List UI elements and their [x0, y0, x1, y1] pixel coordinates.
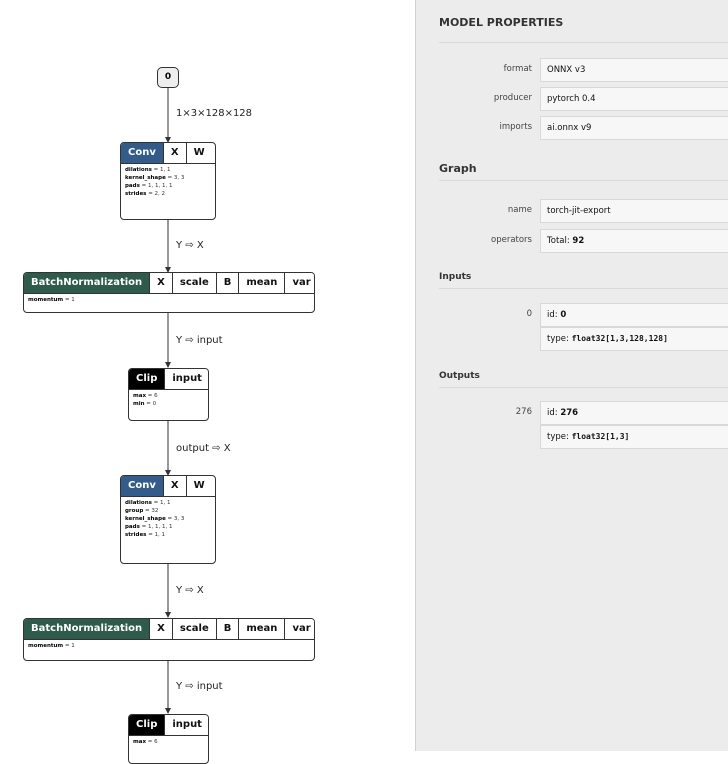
node-attribute: dilations = 1, 1	[125, 500, 171, 506]
edge-label: Y ⇨ X	[176, 240, 204, 251]
node-attribute: momentum = 1	[28, 643, 75, 649]
input-id[interactable]: id: 0	[540, 303, 728, 327]
node-attribute: max = 6	[133, 393, 158, 399]
property-label: producer	[493, 93, 532, 103]
property-label: operators	[491, 235, 532, 245]
node-input-port[interactable]: X	[149, 619, 172, 639]
node-attribute: pads = 1, 1, 1, 1	[125, 524, 173, 530]
node-op-label: BatchNormalization	[24, 273, 150, 293]
edge-label: Y ⇨ input	[176, 681, 223, 692]
node-input-port[interactable]: mean	[238, 619, 285, 639]
graph-input-node[interactable]: 0	[157, 67, 179, 88]
property-value[interactable]: Total: 92	[540, 229, 728, 253]
node-op-label: Conv	[121, 143, 163, 163]
sidebar-title: MODEL PROPERTIES	[439, 16, 564, 29]
section-heading-outputs: Outputs	[439, 371, 480, 381]
edge-label: output ⇨ X	[176, 443, 231, 454]
property-label: format	[503, 64, 532, 74]
graph-canvas[interactable]: 0 1×3×128×128 Y ⇨ X Y ⇨ input output ⇨ X…	[0, 0, 415, 764]
node-op-label: Clip	[129, 715, 165, 735]
property-label: name	[507, 205, 532, 215]
divider	[439, 42, 728, 43]
node-attribute: kernel_shape = 3, 3	[125, 175, 185, 181]
property-value[interactable]: pytorch 0.4	[540, 87, 728, 111]
node-input-port[interactable]: scale	[171, 619, 216, 639]
node-attribute: strides = 2, 2	[125, 191, 166, 197]
node-input-port[interactable]: var	[284, 619, 314, 639]
section-heading-inputs: Inputs	[439, 272, 472, 282]
node-input-port[interactable]: scale	[171, 273, 216, 293]
node-attribute: kernel_shape = 3, 3	[125, 516, 185, 522]
node-attribute: min = 0	[133, 401, 157, 407]
node-input-port[interactable]: X	[149, 273, 172, 293]
node-input-port[interactable]: mean	[238, 273, 285, 293]
node-attribute: dilations = 1, 1	[125, 167, 171, 173]
edge-label: 1×3×128×128	[176, 108, 253, 119]
node-batchnormalization[interactable]: BatchNormalization X scale B mean var mo…	[23, 618, 315, 661]
node-attribute: pads = 1, 1, 1, 1	[125, 183, 173, 189]
divider	[439, 288, 728, 289]
node-input-port[interactable]: input	[164, 369, 208, 389]
graph-edges	[165, 88, 171, 714]
node-input-port[interactable]: B	[215, 619, 239, 639]
operators-prefix: Total:	[547, 236, 573, 246]
node-attribute: max = 6	[133, 739, 158, 745]
operators-count: 92	[572, 236, 585, 246]
output-type[interactable]: type: float32[1,3]	[540, 425, 728, 449]
node-attribute: momentum = 1	[28, 297, 75, 303]
node-op-label: Clip	[129, 369, 165, 389]
divider	[439, 387, 728, 388]
node-attribute: group = 32	[125, 508, 159, 514]
node-conv[interactable]: Conv X W dilations = 1, 1 group = 32 ker…	[120, 475, 216, 564]
input-type[interactable]: type: float32[1,3,128,128]	[540, 327, 728, 351]
node-clip[interactable]: Clip input max = 6 min = 0	[128, 368, 209, 421]
property-value[interactable]: torch-jit-export	[540, 199, 728, 223]
edge-label: Y ⇨ X	[176, 585, 204, 596]
node-input-port[interactable]: var	[284, 273, 314, 293]
node-input-port[interactable]: B	[215, 273, 239, 293]
node-input-port[interactable]: X	[162, 476, 186, 496]
output-label: 276	[515, 407, 532, 417]
section-heading-graph: Graph	[439, 162, 477, 175]
property-label: imports	[499, 122, 533, 132]
property-value[interactable]: ai.onnx v9	[540, 116, 728, 140]
node-input-port[interactable]: W	[185, 143, 212, 163]
node-conv[interactable]: Conv X W dilations = 1, 1 kernel_shape =…	[120, 142, 216, 220]
node-batchnormalization[interactable]: BatchNormalization X scale B mean var mo…	[23, 272, 315, 313]
graph-input-label: 0	[164, 72, 172, 82]
output-id[interactable]: id: 276	[540, 401, 728, 425]
node-op-label: BatchNormalization	[24, 619, 150, 639]
node-input-port[interactable]: W	[185, 476, 212, 496]
node-input-port[interactable]: input	[164, 715, 208, 735]
node-attribute: strides = 1, 1	[125, 532, 166, 538]
node-op-label: Conv	[121, 476, 163, 496]
node-clip[interactable]: Clip input max = 6	[128, 714, 209, 764]
divider	[439, 180, 728, 181]
property-value[interactable]: ONNX v3	[540, 58, 728, 82]
node-input-port[interactable]: X	[162, 143, 186, 163]
input-label: 0	[526, 309, 532, 319]
model-properties-sidebar: MODEL PROPERTIES format ONNX v3 producer…	[415, 0, 728, 751]
edge-label: Y ⇨ input	[176, 335, 223, 346]
